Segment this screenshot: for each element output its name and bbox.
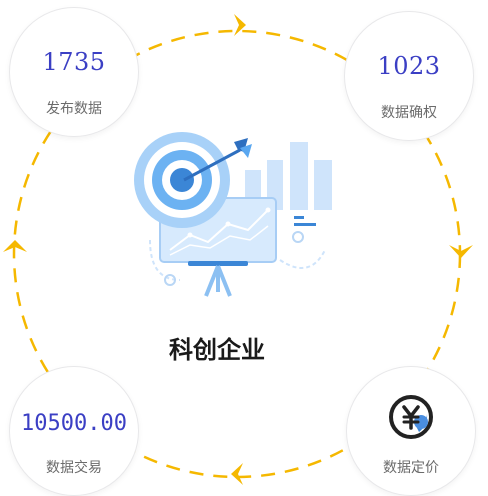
- stat-card-published[interactable]: 1735 发布数据: [9, 7, 139, 137]
- stat-card-pricing[interactable]: 数据定价: [346, 366, 476, 496]
- stat-value: 1735: [42, 48, 106, 76]
- stat-label: 数据定价: [383, 459, 439, 475]
- stat-card-rights[interactable]: 1023 数据确权: [344, 11, 474, 141]
- stat-label: 数据交易: [46, 459, 102, 475]
- stat-card-trading[interactable]: 10500.00 数据交易: [9, 366, 139, 496]
- yuan-coin-icon: [389, 395, 433, 439]
- center-title: 科创企业: [169, 335, 265, 364]
- stat-label: 发布数据: [46, 100, 102, 116]
- stat-value: 10500.00: [21, 411, 127, 436]
- arrow-up-icon: [3, 240, 27, 252]
- stat-value: 1023: [377, 52, 441, 80]
- stat-label: 数据确权: [381, 104, 437, 120]
- arrow-down-icon: [449, 245, 473, 258]
- arrow-left-icon: [231, 463, 243, 485]
- target-chart-illustration: [134, 132, 332, 297]
- arrow-right-icon: [234, 14, 246, 36]
